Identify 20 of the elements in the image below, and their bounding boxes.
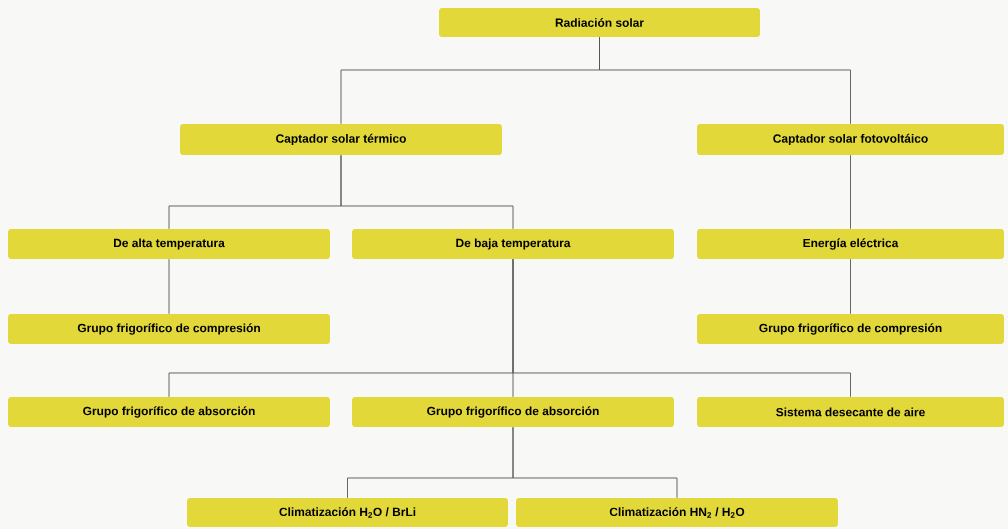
process-box: Climatización H$_{2}$O / BrLi bbox=[187, 498, 508, 527]
connector-line bbox=[168, 258, 170, 315]
process-box: Grupo frigorífico de absorción bbox=[352, 397, 674, 427]
process-box: De alta temperatura bbox=[8, 229, 330, 259]
connector-line bbox=[512, 258, 851, 398]
process-box: Captador solar fotovoltáico bbox=[697, 124, 1004, 155]
connector-line bbox=[850, 258, 851, 315]
process-box: Captador solar térmico bbox=[180, 124, 502, 155]
process-box: Sistema desecante de aire bbox=[697, 397, 1004, 427]
connector-line bbox=[340, 154, 514, 230]
connector-line bbox=[850, 154, 851, 230]
process-box: Grupo frigorífico de absorción bbox=[8, 397, 330, 427]
connector-line bbox=[599, 36, 851, 125]
process-box: De baja temperatura bbox=[352, 229, 674, 259]
process-box: Grupo frigorífico de compresión bbox=[697, 314, 1004, 344]
process-box: Grupo frigorífico de compresión bbox=[8, 314, 330, 344]
process-box: Climatización HN$_{2}$ / H$_{2}$O bbox=[516, 498, 838, 527]
connector-line bbox=[512, 426, 678, 499]
process-box: Energía eléctrica bbox=[697, 229, 1004, 259]
process-box: Radiación solar bbox=[439, 8, 760, 37]
